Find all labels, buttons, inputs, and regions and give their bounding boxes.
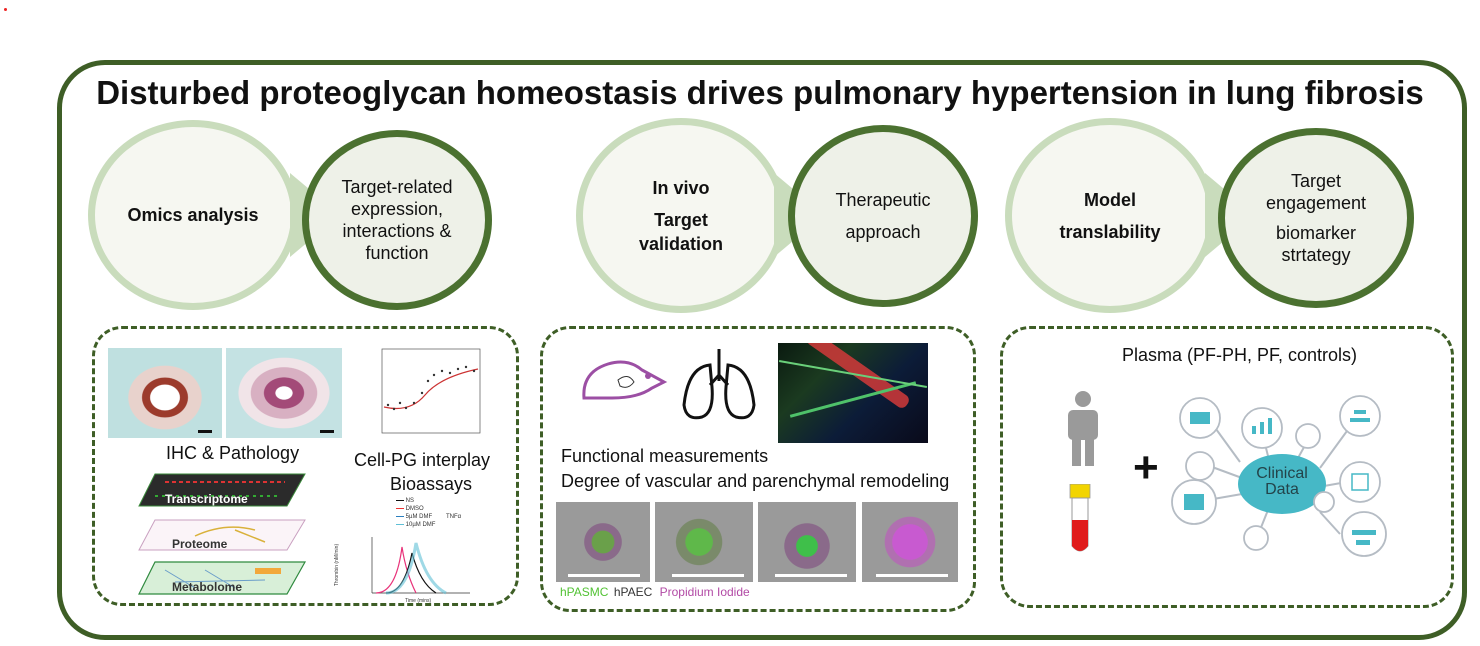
blood-tube-icon: [1069, 484, 1091, 552]
stage-2-line: validation: [638, 233, 723, 254]
proteome-label: Proteome: [172, 537, 228, 551]
stage-2-circle: In vivo Target validation: [576, 118, 786, 313]
bioassays-label: Bioassays: [390, 474, 473, 494]
stage-3-line: strtategy: [1281, 245, 1351, 265]
legend-item: 5µM DMF: [396, 513, 435, 521]
stage-3-line: engagement: [1265, 193, 1367, 213]
stain-label-hpaec: hPAEC: [613, 585, 653, 599]
clinical-data-hub: [1238, 454, 1326, 514]
stage-3-circle: Model translability: [1005, 118, 1215, 313]
clinical-data-label: Clinical Data: [1238, 466, 1326, 498]
stage-1-line: expression,: [350, 199, 444, 219]
ihc-label: IHC & Pathology: [166, 443, 300, 463]
vascular-stain-image: [778, 343, 928, 443]
stage-1-line: interactions &: [342, 221, 452, 241]
stain-label-pi: Propidium Iodide: [659, 585, 750, 599]
plot-frame: [381, 348, 481, 434]
scale-bar: [320, 430, 334, 433]
transcriptome-label: Transcriptome: [165, 492, 248, 506]
ihc-image-2: [226, 348, 342, 438]
stage-1-light-text: Omics analysis: [127, 204, 259, 225]
omics-layers: [138, 473, 307, 595]
spheroid-image-3: [758, 502, 856, 582]
stain-legend: hPASMC hPAEC Propidium Iodide: [560, 585, 750, 599]
translation-panel: [1000, 326, 1454, 608]
page-title: Disturbed proteoglycan homeostasis drive…: [96, 74, 1424, 111]
scale-bar: [198, 430, 212, 433]
omics-panel: [92, 326, 519, 606]
hub-line-2: Data: [1265, 481, 1299, 498]
legend-item: NS: [396, 497, 435, 505]
stage-1-line: function: [365, 243, 429, 263]
legend-item: DMSO: [396, 505, 435, 513]
plasma-label: Plasma (PF-PH, PF, controls): [1122, 345, 1358, 365]
legend: NS DMSO 5µM DMF 10µM DMF: [396, 497, 435, 529]
spheroid-image-4: [862, 502, 958, 582]
remodeling-label: Degree of vascular and parenchymal remod…: [561, 471, 950, 491]
hub-line-1: Clinical: [1256, 465, 1308, 482]
stage-2-line: In vivo: [652, 177, 710, 198]
stage-3-outcome-circle: Target engagement biomarker strtategy: [1218, 128, 1414, 308]
stage-3-line: Model: [1084, 189, 1136, 210]
stage-3-line: translability: [1059, 221, 1161, 242]
sigmoid-curve: [383, 368, 479, 410]
stage-2-line: Therapeutic: [835, 190, 931, 210]
legend-item: 10µM DMF: [396, 521, 435, 529]
series-dmso: [375, 546, 417, 594]
stage-3-line: biomarker: [1275, 223, 1357, 243]
functional-label: Functional measurements: [561, 446, 769, 466]
stage-2-line: Target: [654, 209, 708, 230]
corner-dot: [4, 8, 7, 11]
scale-bar: [775, 574, 847, 577]
legend-group: TNFα: [446, 514, 462, 520]
stain-label-hpasmc: hPASMC: [560, 585, 609, 599]
spheroid-image-2: [655, 502, 753, 582]
cellpg-label: Cell-PG interplay: [354, 450, 491, 470]
ihc-image-1: [108, 348, 222, 438]
in-vivo-panel: [540, 326, 976, 612]
clinical-data-network: [1171, 395, 1387, 557]
person-icon: [1068, 391, 1098, 466]
lungs-icon: [682, 349, 756, 420]
metabolome-label: Metabolome: [172, 580, 243, 594]
scale-bar: [876, 574, 948, 577]
x-axis-label: Time (mins): [405, 598, 432, 604]
series-dmf: [385, 542, 447, 595]
sigmoid-plot: [381, 348, 481, 434]
stage-1-line: Target-related: [341, 177, 453, 197]
spheroid-image-1: [556, 502, 650, 582]
stage-1-circle: Omics analysis: [88, 120, 298, 310]
stage-2-outcome-circle: Therapeutic approach: [788, 125, 978, 307]
y-axis-label: Thrombin (nM/min): [334, 543, 341, 587]
plot-points: [386, 365, 476, 411]
scale-bar: [568, 574, 640, 577]
node-glyphs: [1184, 410, 1376, 545]
mouse-icon: [582, 360, 668, 400]
main-frame: [57, 60, 1467, 640]
stage-1-outcome-circle: Target-related expression, interactions …: [302, 130, 492, 310]
stage-3-line: Target: [1290, 171, 1342, 191]
scale-bar: [672, 574, 744, 577]
thrombin-plot: [371, 537, 470, 595]
proteome-layer: [138, 519, 306, 551]
stage-2-line: approach: [845, 222, 921, 242]
plus-sign: +: [1133, 443, 1159, 492]
